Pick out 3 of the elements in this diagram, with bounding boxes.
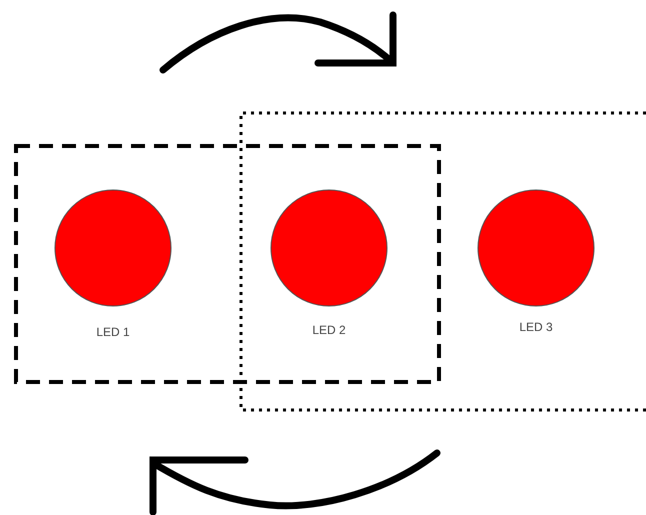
led-label: LED 3	[519, 320, 553, 334]
led-label: LED 2	[312, 323, 346, 337]
led-label: LED 1	[96, 325, 130, 339]
